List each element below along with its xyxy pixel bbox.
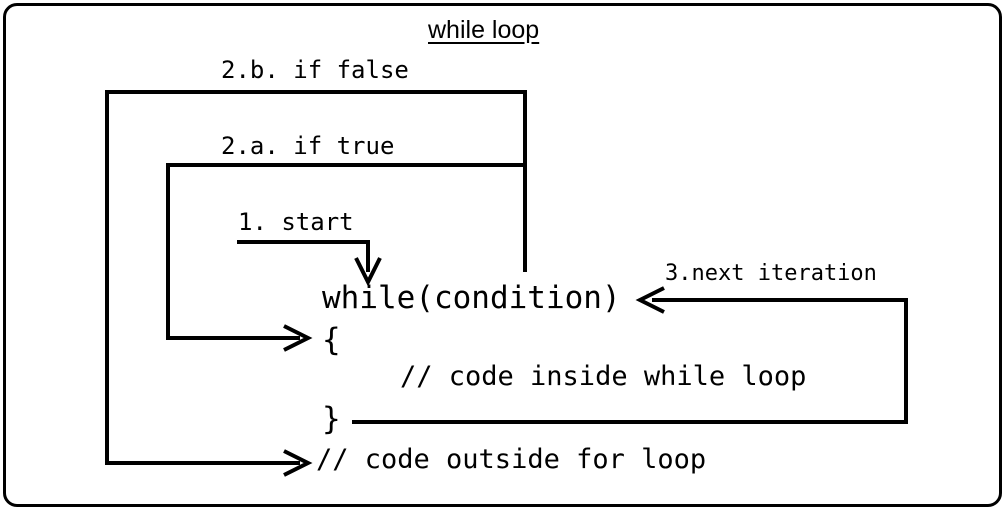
code-inside-comment: // code inside while loop bbox=[400, 361, 807, 392]
label-if-true: 2.a. if true bbox=[221, 132, 395, 160]
label-if-false: 2.b. if false bbox=[221, 56, 409, 84]
arrowhead-start bbox=[354, 257, 382, 287]
arrowhead-if-false bbox=[283, 449, 313, 477]
label-start: 1. start bbox=[238, 208, 354, 236]
arrow-path-next-iteration bbox=[352, 298, 908, 424]
page-title: while loop bbox=[428, 16, 540, 44]
arrowhead-next-iteration bbox=[635, 286, 665, 314]
arrow-path-if-true bbox=[166, 163, 527, 340]
code-outside-comment: // code outside for loop bbox=[316, 444, 707, 475]
label-next-iteration: 3.next iteration bbox=[665, 261, 877, 286]
arrow-path-if-false bbox=[105, 90, 527, 465]
code-while-header: while(condition) bbox=[322, 280, 621, 316]
arrowhead-if-true bbox=[283, 324, 313, 352]
code-close-brace: } bbox=[322, 401, 341, 437]
code-open-brace: { bbox=[322, 322, 341, 358]
arrow-path-start bbox=[237, 240, 370, 272]
